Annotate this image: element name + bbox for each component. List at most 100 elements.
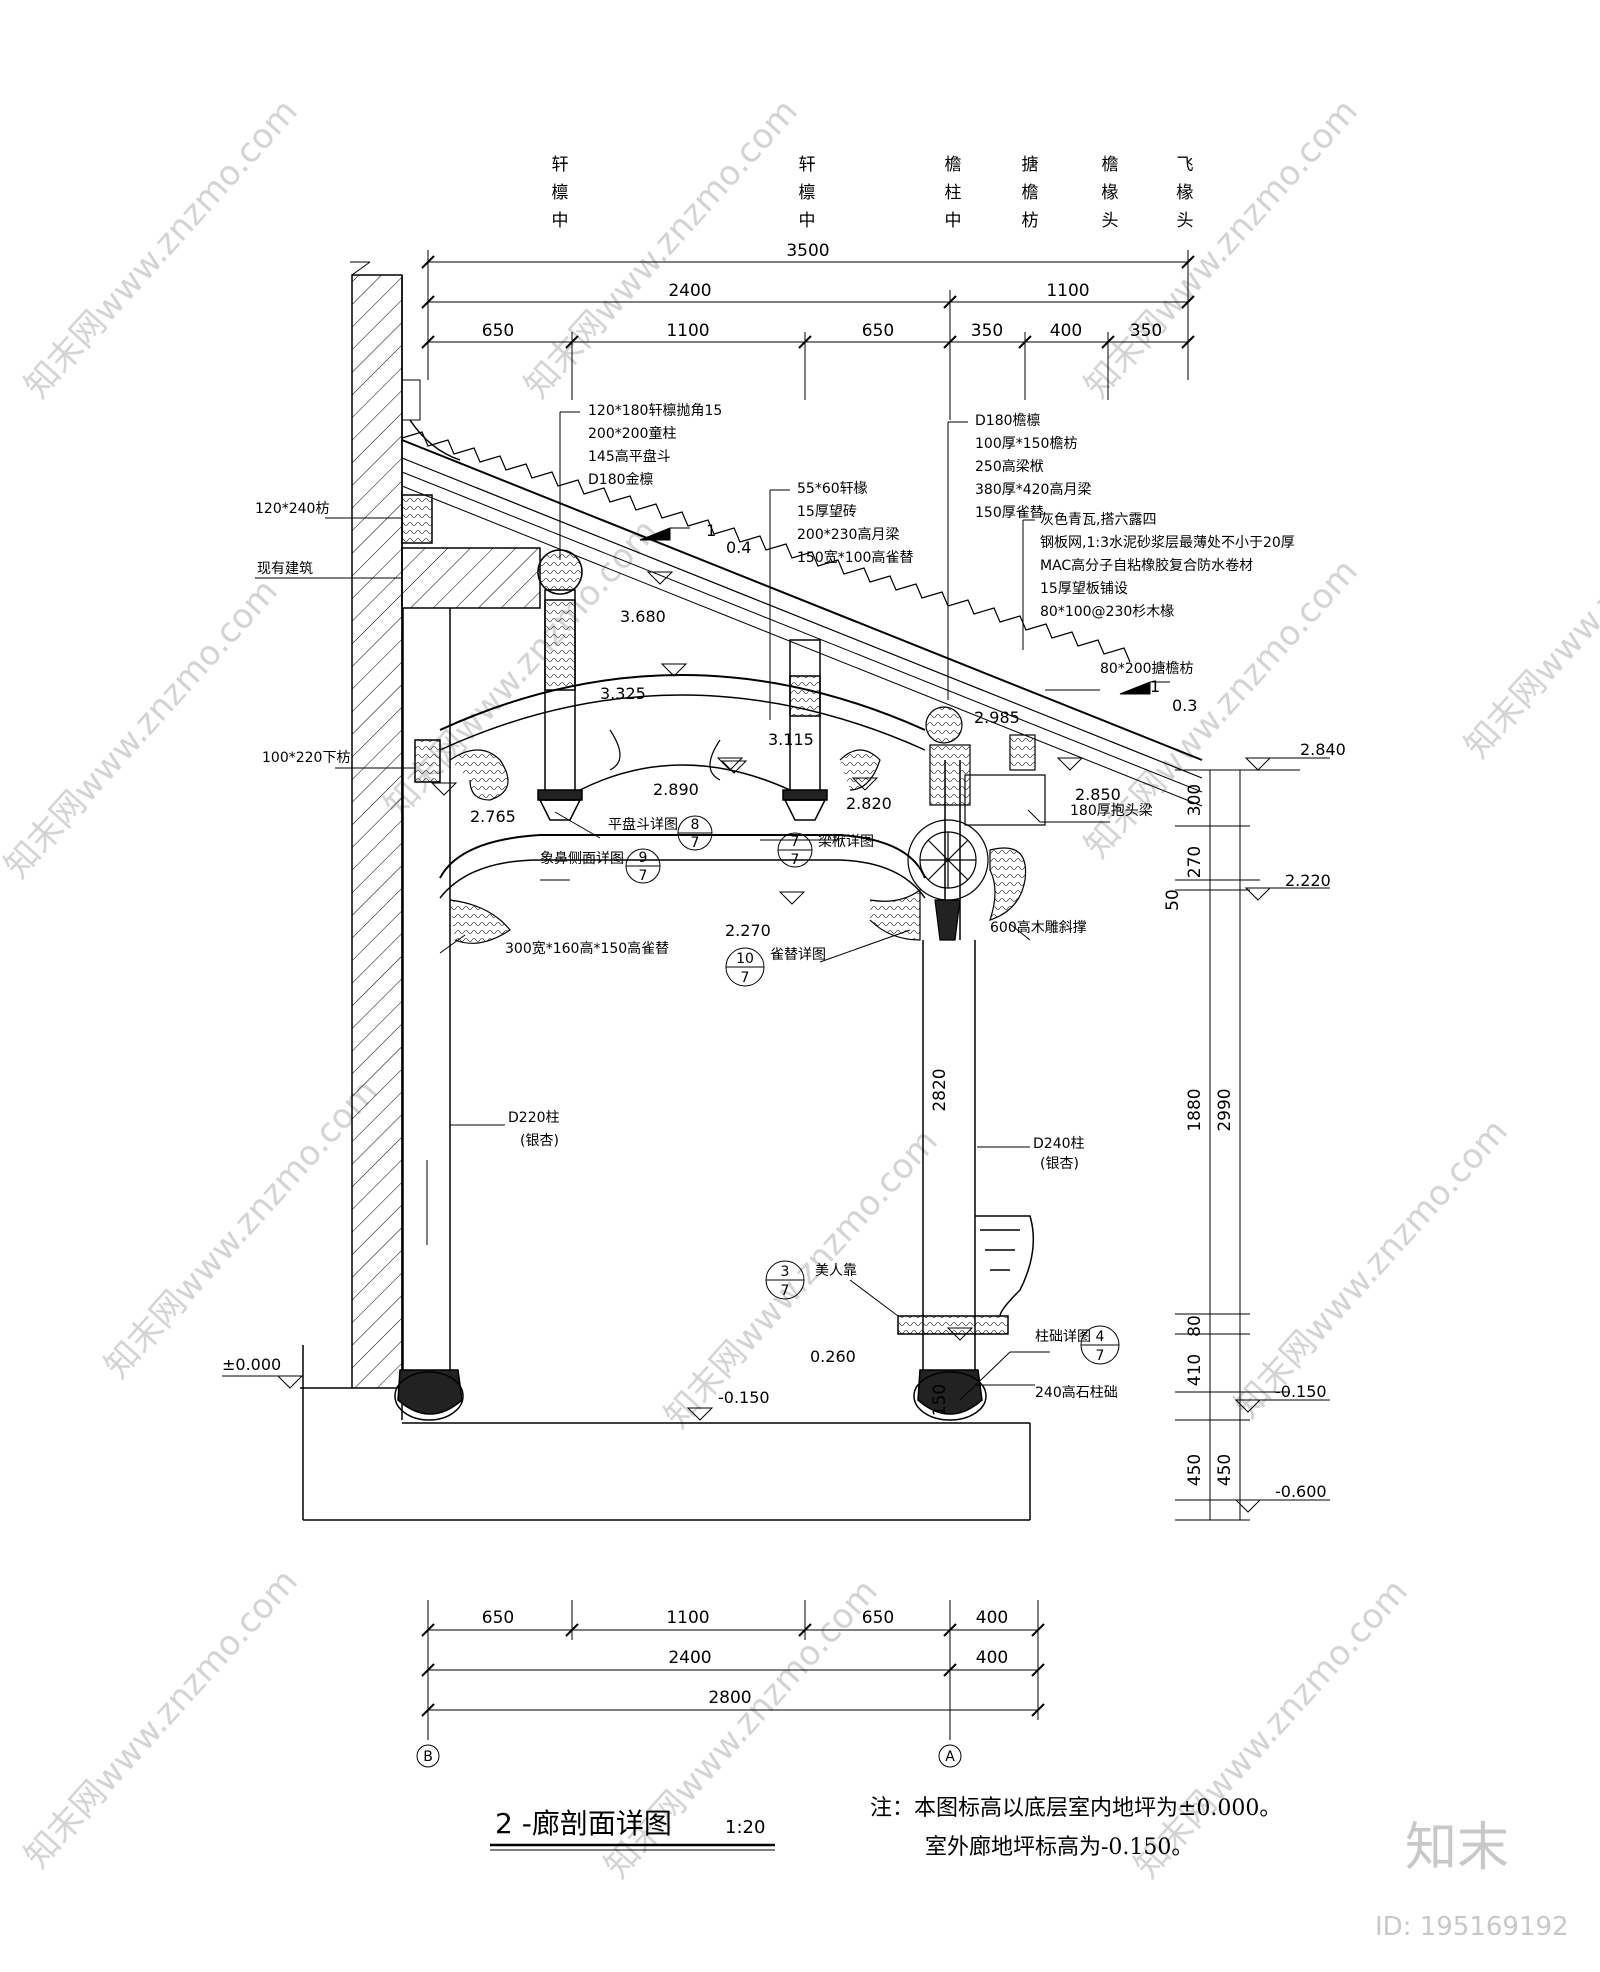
ref-7-num: 7 (791, 834, 800, 850)
dim-bottom-400a: 400 (976, 1608, 1008, 1628)
dim-right-outer-450: 450 (1215, 1454, 1235, 1486)
header-h5-c1: 椽 (1102, 183, 1119, 203)
existing-wall (351, 261, 403, 1420)
label-roof-2: MAC高分子自粘橡胶复合防水卷材 (1040, 557, 1253, 574)
header-h6-c2: 头 (1177, 211, 1194, 231)
elev-zero: ±0.000 (222, 1355, 281, 1374)
dim-total-3500: 3500 (786, 241, 829, 261)
dim-bottom-2800: 2800 (708, 1688, 751, 1708)
label-a-3: D180金檩 (588, 471, 654, 488)
leader-lines (255, 411, 1110, 1401)
dim-bottom-2400: 2400 (668, 1648, 711, 1668)
watermark-text: 知末网www.znzmo.com (97, 1072, 386, 1386)
label-roof-0: 灰色青瓦,搭六露四 (1040, 511, 1156, 528)
header-h3-c1: 柱 (945, 183, 962, 203)
label-c-4: 150厚雀替 (975, 505, 1044, 521)
watermark-text: 知末网www.znzmo.com (1457, 452, 1600, 766)
header-h2-c1: 檩 (799, 183, 816, 203)
member-headers: 轩 檩 中 轩 檩 中 檐 柱 中 搪 檐 枋 檐 椽 头 飞 椽 头 (552, 155, 1194, 231)
elev-2850: 2.850 (1075, 785, 1121, 804)
dim-bottom-650b: 650 (862, 1608, 894, 1628)
header-h5-c0: 檐 (1102, 155, 1119, 175)
watermark-text: 知末网www.znzmo.com (0, 572, 286, 886)
elev-2765: 2.765 (470, 807, 516, 826)
elev-2985: 2.985 (974, 708, 1020, 727)
dim-seg-400: 400 (1050, 321, 1082, 341)
dim-right-1880: 1880 (1185, 1088, 1205, 1131)
label-c-1: 100厚*150檐枋 (975, 436, 1077, 452)
label-a-2: 145高平盘斗 (588, 448, 671, 465)
header-h6-c0: 飞 (1177, 155, 1194, 175)
wall-beams (401, 494, 541, 783)
label-column-d220: D220柱 (508, 1110, 560, 1126)
ref-10-num: 10 (736, 951, 754, 967)
ref-7-sheet: 7 (791, 852, 800, 868)
label-beam-180: 180厚抱头梁 (1070, 803, 1153, 819)
header-h1-c1: 檩 (552, 183, 569, 203)
dim-1100: 1100 (1046, 281, 1089, 301)
right-dimensions (1175, 769, 1300, 1521)
top-dimensions (350, 250, 1195, 420)
header-h4-c2: 枋 (1022, 211, 1039, 231)
dim-seg-350b: 350 (1130, 321, 1162, 341)
label-b-2: 200*230高月梁 (797, 526, 899, 543)
header-h6-c1: 椽 (1177, 183, 1194, 203)
ref-7-text: 梁栿详图 (818, 834, 874, 850)
elev-2820: 2.820 (846, 794, 892, 813)
upper-frame (439, 549, 926, 899)
roof (401, 379, 1203, 807)
elev-2220: 2.220 (1285, 871, 1331, 890)
watermark-text: 知末网www.znzmo.com (517, 92, 806, 406)
note-line-2: 室外廊地坪标高为-0.150。 (925, 1835, 1193, 1860)
label-a-0: 120*180轩檩抛角15 (588, 402, 722, 419)
ref-4-sheet: 7 (1096, 1348, 1105, 1364)
brand-block: 知末 ID: 195169192 (1375, 1818, 1569, 1942)
elev-2890: 2.890 (653, 780, 699, 799)
label-bracket-300: 300宽*160高*150高雀替 (505, 940, 669, 957)
ref-9-text: 象鼻侧面详图 (540, 850, 624, 867)
roof-tiles (401, 431, 1131, 663)
brand-logo: 知末 (1405, 1818, 1509, 1878)
header-h1-c2: 中 (552, 211, 569, 231)
dim-bottom-1100: 1100 (666, 1608, 709, 1628)
dim-right-450: 450 (1185, 1454, 1205, 1486)
watermark-layer: 知末网www.znzmo.com 知末网www.znzmo.com 知末网www… (0, 92, 1600, 1886)
ref-4-text: 柱础详图 (1035, 1329, 1091, 1345)
dim-right-2990: 2990 (1215, 1088, 1235, 1131)
drawing-title: 2 -廊剖面详图 (495, 1807, 672, 1840)
ref-3-num: 3 (781, 1264, 790, 1280)
ref-4-num: 4 (1096, 1329, 1105, 1345)
image-id: ID: 195169192 (1375, 1912, 1569, 1942)
slope-2-rise: 0.3 (1172, 696, 1197, 715)
elevation-markers (222, 527, 1330, 1513)
dim-right-80: 80 (1185, 1315, 1205, 1337)
header-h2-c0: 轩 (799, 155, 816, 175)
header-h4-c0: 搪 (1022, 155, 1039, 175)
ref-9-num: 9 (639, 850, 648, 866)
ground (300, 1345, 1031, 1521)
dim-column-2820: 2820 (930, 1068, 950, 1111)
slope-1-run: 1 (706, 521, 716, 540)
label-b-3: 150宽*100高雀替 (797, 549, 913, 566)
elev-3115: 3.115 (768, 730, 814, 749)
label-roof-3: 15厚望板铺设 (1040, 581, 1128, 597)
axis-a-bubble (938, 1744, 962, 1768)
label-column-d220-sub: (银杏) (520, 1133, 559, 1149)
carved-brackets (449, 706, 1046, 944)
ref-8-num: 8 (691, 817, 700, 833)
header-h4-c1: 檐 (1022, 183, 1039, 203)
elev-neg600: -0.600 (1275, 1482, 1327, 1501)
slope-2-run: 1 (1150, 677, 1160, 696)
ref-8-sheet: 7 (691, 835, 700, 851)
slope-1-rise: 0.4 (726, 538, 751, 557)
header-h3-c2: 中 (945, 211, 962, 231)
ref-8-text: 平盘斗详图 (608, 816, 678, 833)
header-h1-c0: 轩 (552, 155, 569, 175)
axis-a-label: A (945, 1749, 955, 1765)
dim-bottom-400b: 400 (976, 1648, 1008, 1668)
dim-seg-650b: 650 (862, 321, 894, 341)
elev-neg150: -0.150 (718, 1388, 770, 1407)
watermark-text: 知末网www.znzmo.com (1077, 92, 1366, 406)
dim-right-270: 270 (1185, 846, 1205, 878)
